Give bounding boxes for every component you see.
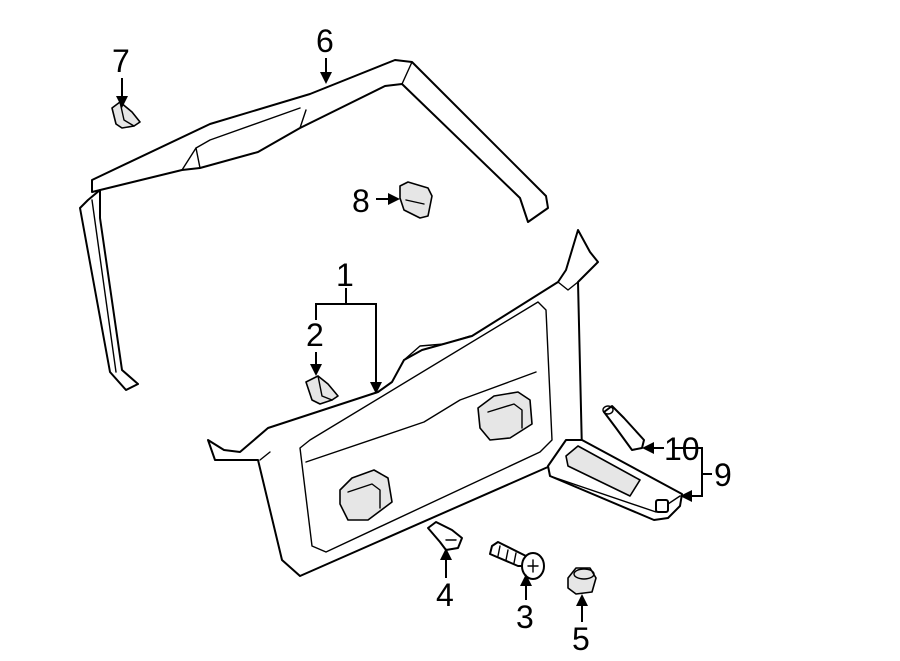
callout-9: 9 (714, 457, 732, 493)
part-7-clip (111, 101, 141, 129)
leaders (116, 58, 712, 622)
callout-labels: 6 7 8 1 2 4 3 5 10 9 (112, 23, 732, 657)
callout-3: 3 (516, 599, 534, 635)
part-5-plug (567, 567, 597, 595)
part-1-liftgate-panel (207, 229, 599, 577)
part-8-bracket (399, 181, 433, 219)
callout-4: 4 (436, 577, 454, 613)
callout-2: 2 (306, 317, 324, 353)
callout-8: 8 (352, 183, 370, 219)
part-4-push-clip (427, 521, 463, 551)
part-9-lamp (547, 439, 683, 521)
part-10-bulb (602, 405, 645, 451)
callout-7: 7 (112, 43, 130, 79)
callout-1: 1 (336, 257, 354, 293)
part-3-screw (489, 541, 545, 580)
callout-6: 6 (316, 23, 334, 59)
callout-10: 10 (664, 431, 700, 467)
callout-5: 5 (572, 621, 590, 657)
part-2-clip (305, 375, 339, 405)
part-6-upper-trim (79, 59, 549, 391)
